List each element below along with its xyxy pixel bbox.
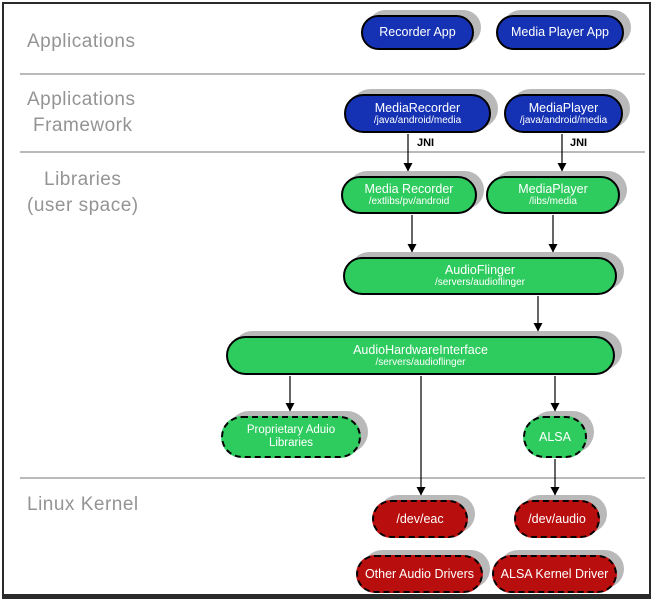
- node-title: MediaPlayer: [518, 182, 588, 197]
- node-title: AudioFlinger: [444, 263, 516, 278]
- node-title: Recorder App: [379, 25, 456, 40]
- node-recorder-app: Recorder App: [361, 15, 474, 50]
- node-title: ALSA: [539, 429, 571, 444]
- node-title: /dev/eac: [396, 511, 444, 526]
- node-proprietary-audio-libraries: Proprietary Aduio Libraries: [221, 416, 361, 458]
- node-media-recorder-lib: Media Recorder /extlibs/pv/android: [341, 176, 477, 214]
- section-label-libraries-line1: Libraries: [44, 169, 122, 190]
- node-title: AudioHardwareInterface: [353, 342, 488, 357]
- node-dev-audio: /dev/audio: [514, 500, 600, 538]
- node-mediaplayer-framework: MediaPlayer /java/android/media: [504, 94, 623, 133]
- node-alsa: ALSA: [523, 416, 587, 458]
- node-title: MediaPlayer: [528, 100, 599, 115]
- node-mediaplayer-lib: MediaPlayer /libs/media: [486, 176, 620, 214]
- section-label-applications: Applications: [27, 31, 136, 52]
- jni-label-left: JNI: [417, 137, 435, 149]
- node-title: Media Recorder: [364, 182, 454, 197]
- node-title: Proprietary Aduio: [246, 423, 336, 436]
- node-title: ALSA Kernel Driver: [500, 566, 609, 581]
- node-other-audio-drivers: Other Audio Drivers: [356, 555, 483, 593]
- node-subtitle: /servers/audioflinger: [375, 356, 466, 368]
- node-audiohardwareinterface: AudioHardwareInterface /servers/audiofli…: [226, 336, 615, 375]
- node-title: /dev/audio: [528, 511, 586, 526]
- node-media-player-app: Media Player App: [496, 15, 624, 50]
- node-alsa-kernel-driver: ALSA Kernel Driver: [492, 555, 617, 593]
- node-audioflinger: AudioFlinger /servers/audioflinger: [343, 257, 617, 295]
- section-label-linux-kernel: Linux Kernel: [27, 494, 139, 515]
- node-subtitle: /libs/media: [529, 196, 577, 208]
- node-subtitle: /java/android/media: [519, 114, 608, 126]
- section-label-framework-line1: Applications: [27, 89, 136, 110]
- jni-label-right: JNI: [570, 137, 588, 149]
- node-title-line2: Libraries: [268, 437, 314, 449]
- node-mediarecorder-framework: MediaRecorder /java/android/media: [344, 94, 491, 133]
- section-label-libraries-line2: (user space): [27, 195, 139, 216]
- section-label-framework-line2: Framework: [33, 115, 133, 136]
- node-title: Media Player App: [511, 25, 609, 40]
- node-title: Other Audio Drivers: [364, 566, 475, 581]
- node-subtitle: /java/android/media: [373, 114, 462, 126]
- node-title: MediaRecorder: [374, 100, 461, 115]
- node-dev-eac: /dev/eac: [372, 500, 468, 538]
- node-subtitle: /servers/audioflinger: [434, 277, 526, 289]
- node-subtitle: /extlibs/pv/android: [368, 196, 450, 208]
